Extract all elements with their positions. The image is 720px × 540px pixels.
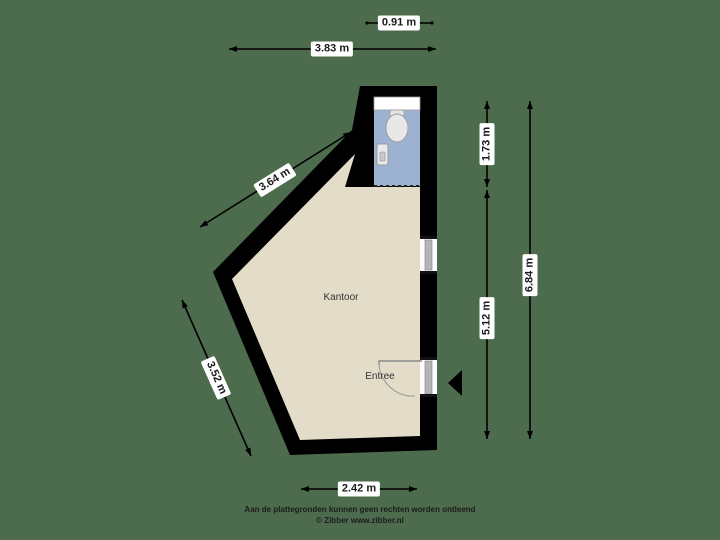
office-window <box>420 236 437 274</box>
footer-disclaimer: Aan de plattegronden kunnen geen rechten… <box>244 505 476 514</box>
dim-label-overall-width-bottom: 2.42 m <box>337 481 381 497</box>
entrance-door <box>378 357 437 397</box>
dim-label-overall-width-top: 3.83 m <box>310 41 354 57</box>
room-label-kantoor: Kantoor <box>323 292 359 303</box>
dim-label-office-depth: 5.12 m <box>479 296 495 340</box>
dim-label-toilet-width-top: 0.91 m <box>377 15 421 31</box>
toilet-fixture <box>385 109 409 143</box>
office-floor <box>232 154 420 440</box>
room-label-entree: Entree <box>365 371 395 382</box>
dim-label-toilet-depth: 1.73 m <box>479 122 495 166</box>
dim-label-overall-depth: 6.84 m <box>522 253 538 297</box>
footer-copyright: © Zibber www.zibber.nl <box>316 516 404 525</box>
sink-fixture <box>376 143 389 166</box>
entrance-marker-icon <box>448 370 462 396</box>
toilet-window <box>373 96 421 111</box>
